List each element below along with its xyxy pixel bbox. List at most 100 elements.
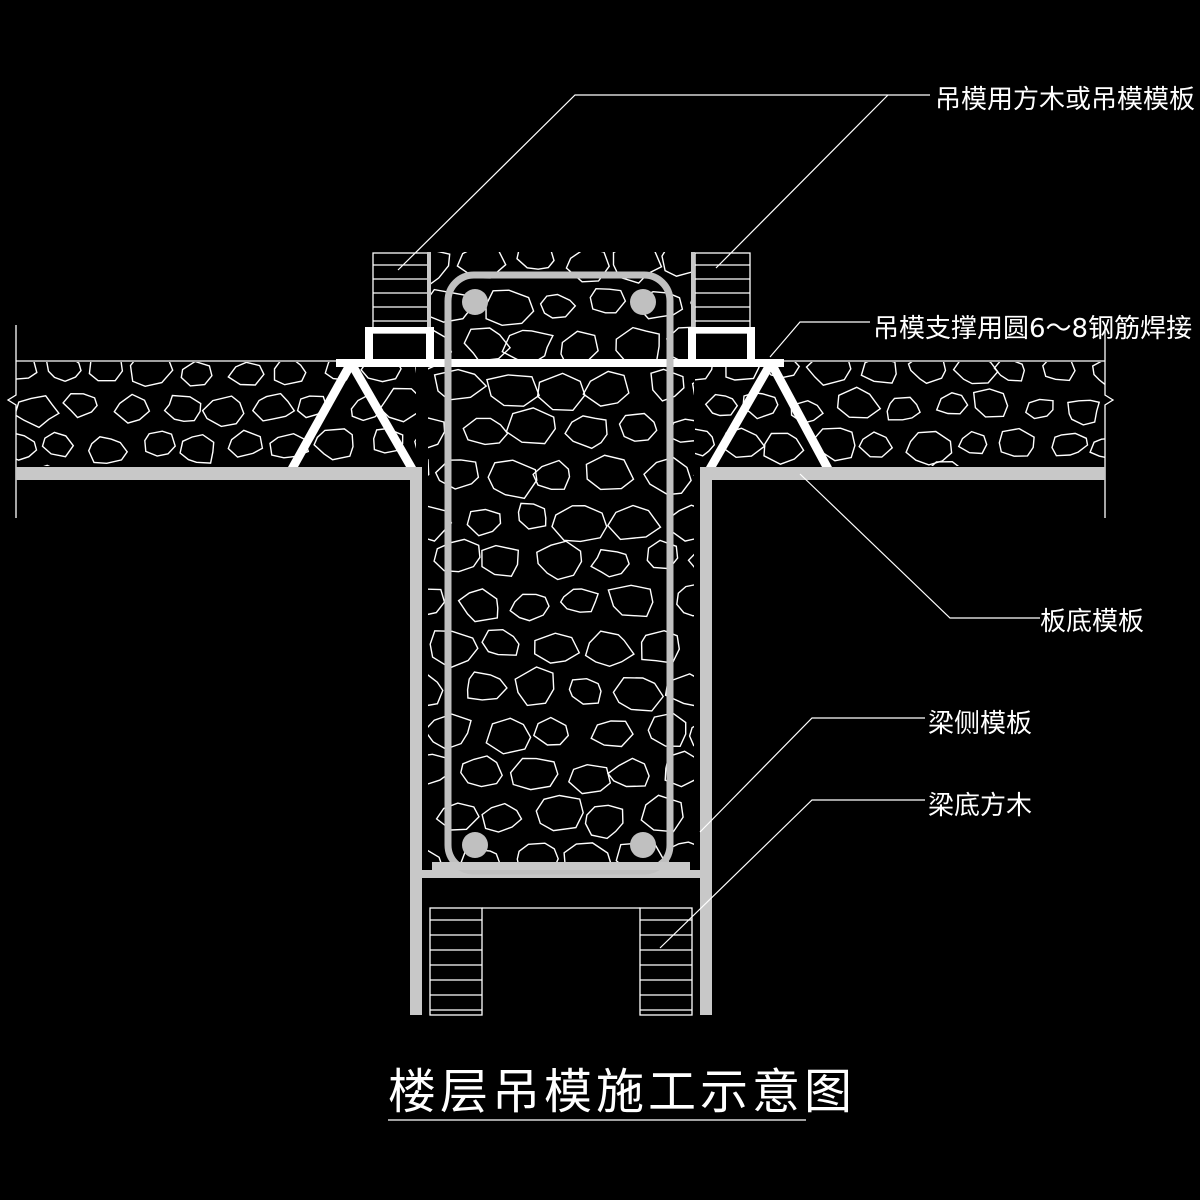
- aggregate-stone: [0, 468, 7, 494]
- aggregate-stone: [180, 362, 213, 387]
- aggregate-stone: [536, 372, 586, 412]
- aggregate-stone: [353, 763, 394, 797]
- aggregate-stone: [860, 362, 897, 384]
- aggregate-stone: [415, 366, 416, 374]
- slab-bottom-formwork: [16, 467, 1105, 1015]
- aggregate-stone: [485, 717, 532, 755]
- leader-support-rebar: [769, 321, 870, 358]
- aggregate-stone: [687, 553, 694, 568]
- rebar-bottom-right: [630, 832, 656, 858]
- aggregate-stone: [269, 432, 310, 459]
- leader-beam-bottom-timber: [659, 799, 925, 949]
- slab-concrete-left: [0, 362, 416, 494]
- aggregate-stone: [676, 584, 694, 617]
- aggregate-stone: [481, 628, 520, 656]
- support-rebar: [288, 327, 832, 467]
- aggregate-stone: [163, 394, 202, 423]
- aggregate-stone: [509, 593, 550, 622]
- aggregate-stone: [905, 430, 953, 466]
- aggregate-stone: [585, 454, 635, 491]
- aggregate-stone: [459, 848, 501, 870]
- aggregate-stone: [721, 585, 771, 625]
- aggregate-stone: [931, 460, 960, 466]
- aggregate-stone: [584, 804, 624, 840]
- aggregate-stone: [607, 584, 654, 618]
- hanging-timber: [372, 252, 751, 334]
- aggregate-stone: [516, 252, 555, 270]
- aggregate-stone: [618, 412, 658, 442]
- aggregate-stone: [612, 676, 665, 712]
- leader-slab-bottom-form: [799, 473, 1040, 619]
- label-beam-side-form: 梁侧模板: [928, 709, 1032, 739]
- aggregate-stone: [1051, 432, 1089, 457]
- aggregate-stone: [535, 794, 584, 832]
- aggregate-stone: [763, 432, 805, 465]
- aggregate-stone: [487, 459, 538, 500]
- aggregate-stone: [594, 882, 637, 917]
- aggregate-stone: [565, 252, 610, 283]
- aggregate-stone: [16, 395, 60, 429]
- slab-break-right: [1104, 325, 1115, 518]
- aggregate-stone: [16, 362, 38, 380]
- aggregate-stone: [691, 382, 694, 396]
- aggregate-stone: [481, 802, 523, 833]
- aggregate-stone: [201, 395, 245, 428]
- leader-lines: [397, 94, 1040, 949]
- beam-stirrup: [432, 271, 690, 875]
- hanging-side-formwork: [427, 252, 695, 364]
- aggregate-stone: [631, 432, 664, 459]
- aggregate-stone: [486, 374, 540, 407]
- aggregate-stone: [790, 399, 824, 424]
- aggregate-stone: [722, 847, 755, 869]
- aggregate-stone: [460, 755, 503, 788]
- longitudinal-rebar: [462, 289, 656, 858]
- aggregate-stone: [836, 386, 882, 419]
- leader-beam-side-form: [699, 717, 925, 833]
- aggregate-stone: [466, 508, 502, 537]
- aggregate-stone: [952, 362, 999, 385]
- aggregate-stone: [428, 849, 443, 870]
- aggregate-stone: [514, 666, 555, 707]
- aggregate-stone: [428, 288, 472, 323]
- aggregate-stone: [935, 392, 969, 415]
- aggregate-stone: [372, 427, 404, 454]
- aggregate-stone: [435, 802, 480, 831]
- aggregate-stone: [434, 459, 480, 490]
- aggregate-stone: [710, 670, 758, 706]
- aggregate-stone: [0, 395, 10, 418]
- beam-bottom-timber: [429, 907, 693, 1016]
- aggregate-stone: [1091, 362, 1105, 386]
- label-slab-bottom-form: 板底模板: [1040, 607, 1144, 637]
- aggregate-stone: [509, 757, 559, 791]
- aggregate-stone: [1067, 399, 1101, 426]
- aggregate-stone: [584, 630, 635, 668]
- aggregate-stone: [559, 588, 600, 613]
- rebar-top-right: [630, 289, 656, 315]
- rebar-top-left: [462, 289, 488, 315]
- aggregate-stone: [429, 630, 479, 669]
- aggregate-stone: [46, 362, 82, 383]
- aggregate-stone: [742, 392, 779, 420]
- aggregate-stone: [695, 428, 716, 457]
- leader-hanging-timber-left: [397, 94, 930, 271]
- aggregate-stone: [41, 431, 75, 458]
- slab-concrete-right: [631, 362, 1150, 499]
- aggregate-stone: [179, 433, 215, 464]
- aggregate-stone: [428, 713, 472, 750]
- aggregate-stone: [993, 362, 1026, 382]
- aggregate-stone: [564, 415, 608, 450]
- aggregate-stone: [227, 362, 265, 386]
- aggregate-stone: [87, 436, 129, 465]
- aggregate-stone: [313, 428, 354, 461]
- aggregate-stone: [505, 407, 557, 445]
- aggregate-stone: [590, 548, 630, 578]
- aggregate-stone: [296, 395, 328, 419]
- aggregate-stone: [1024, 398, 1054, 420]
- aggregate-stone: [1123, 475, 1150, 499]
- aggregate-stone: [481, 544, 520, 577]
- slab-break-left: [6, 325, 17, 518]
- aggregate-stone: [715, 505, 760, 536]
- aggregate-stone: [466, 671, 508, 701]
- aggregate-stone: [352, 677, 389, 706]
